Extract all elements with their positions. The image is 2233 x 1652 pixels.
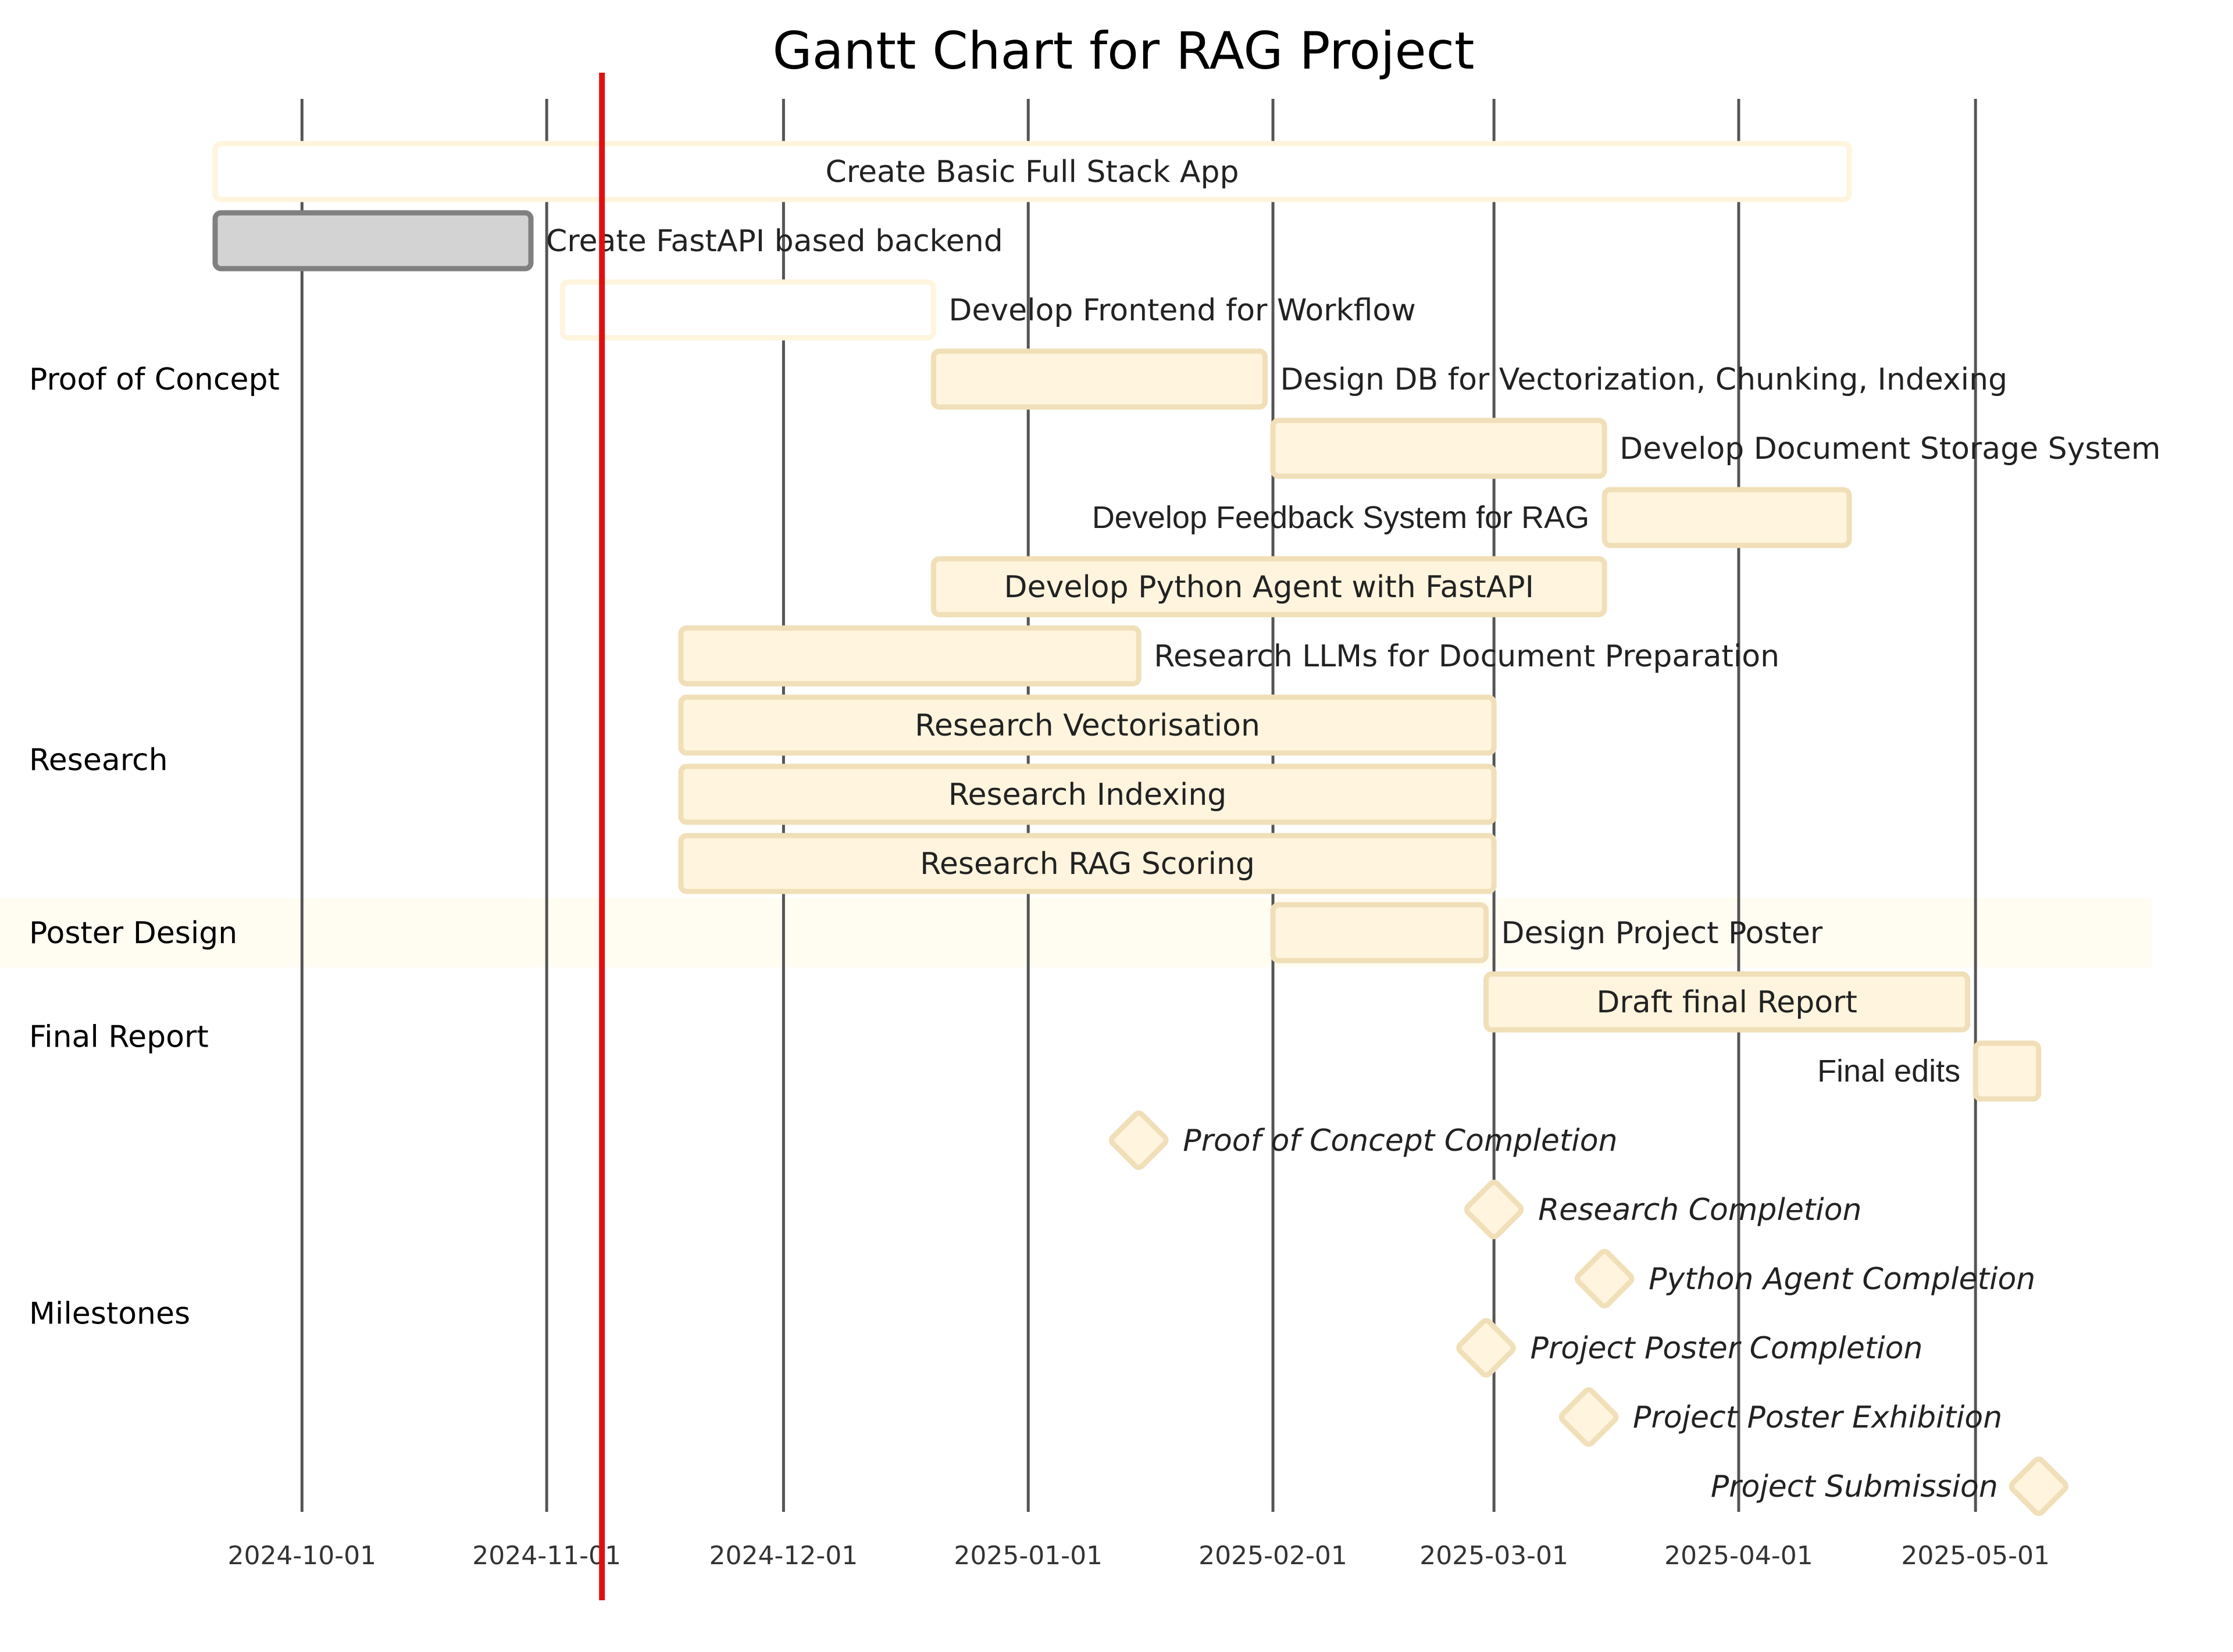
tick-label-2024-10-01: 2024-10-01 — [227, 1541, 376, 1571]
task-label-develop-python-agent-with-fastapi: Develop Python Agent with FastAPI — [1004, 570, 1534, 605]
tick-label-2025-03-01: 2025-03-01 — [1419, 1541, 1568, 1571]
tick-label-2024-11-01: 2024-11-01 — [472, 1541, 621, 1571]
task-label-create-basic-full-stack-app: Create Basic Full Stack App — [825, 155, 1239, 190]
section-label-poster-design: Poster Design — [29, 916, 237, 951]
task-label-design-project-poster: Design Project Poster — [1501, 916, 1823, 951]
milestone-label-python-agent-completion: Python Agent Completion — [1649, 1262, 2035, 1297]
milestone-label-proof-of-concept-completion: Proof of Concept Completion — [1183, 1123, 1617, 1158]
tick-label-2024-12-01: 2024-12-01 — [709, 1541, 858, 1571]
milestone-label-research-completion: Research Completion — [1538, 1193, 1861, 1228]
task-label-research-llms-for-document-preparation: Research LLMs for Document Preparation — [1154, 639, 1779, 674]
section-label-milestones: Milestones — [29, 1297, 190, 1332]
milestone-label-project-submission: Project Submission — [1711, 1469, 1998, 1504]
tick-label-2025-01-01: 2025-01-01 — [954, 1541, 1103, 1571]
task-label-develop-document-storage-system: Develop Document Storage System — [1620, 431, 2160, 466]
chart-title: Gantt Chart for RAG Project — [772, 21, 1474, 81]
task-bar-develop-python-agent-with-fastapi — [930, 556, 1607, 618]
task-label-research-rag-scoring: Research RAG Scoring — [920, 847, 1255, 882]
task-bar-create-fastapi-based-backend — [212, 210, 534, 272]
task-bar-draft-final-report — [1483, 971, 1971, 1033]
tick-label-2025-02-01: 2025-02-01 — [1198, 1541, 1347, 1571]
tick-label-2025-04-01: 2025-04-01 — [1664, 1541, 1813, 1571]
task-bar-develop-frontend-for-workflow — [559, 279, 936, 341]
milestone-diamond-project-poster-completion — [1456, 1318, 1516, 1378]
section-label-proof-of-concept: Proof of Concept — [29, 362, 280, 397]
milestone-diamond-python-agent-completion — [1574, 1248, 1635, 1309]
milestone-diamond-project-poster-exhibition — [1558, 1387, 1619, 1447]
task-bar-develop-document-storage-system — [1270, 418, 1607, 479]
task-bar-design-db-for-vectorization-chunking-indexing — [930, 348, 1268, 410]
task-bar-final-edits — [1972, 1040, 2042, 1102]
task-label-draft-final-report: Draft final Report — [1596, 985, 1857, 1020]
milestone-diamond-research-completion — [1464, 1179, 1524, 1240]
section-bands — [0, 898, 2152, 968]
task-bar-develop-feedback-system-for-rag — [1601, 487, 1852, 548]
milestone-diamond-proof-of-concept-completion — [1109, 1110, 1169, 1171]
tick-label-2025-05-01: 2025-05-01 — [1901, 1541, 2050, 1571]
task-label-research-vectorisation: Research Vectorisation — [915, 708, 1260, 743]
task-bar-design-project-poster — [1270, 902, 1489, 964]
section-band-poster-design — [0, 898, 2152, 968]
task-label-design-db-for-vectorization-chunking-indexing: Design DB for Vectorization, Chunking, I… — [1280, 362, 2007, 397]
task-label-develop-feedback-system-for-rag: Develop Feedback System for RAG — [1092, 500, 1589, 535]
task-bar-create-basic-full-stack-app — [212, 141, 1852, 202]
milestone-label-project-poster-completion: Project Poster Completion — [1531, 1331, 1923, 1366]
x-axis-ticks: 2024-10-01 2024-11-01 2024-12-01 2025-01-01… — [227, 1541, 2050, 1571]
task-bar-research-rag-scoring — [678, 833, 1497, 894]
milestone-diamond-project-submission — [2009, 1456, 2068, 1517]
task-label-develop-frontend-for-workflow: Develop Frontend for Workflow — [948, 293, 1415, 328]
section-label-final-report: Final Report — [29, 1020, 209, 1055]
task-label-research-indexing: Research Indexing — [948, 777, 1227, 812]
task-bar-research-indexing — [678, 763, 1497, 825]
task-bar-research-llms-for-document-preparation — [678, 625, 1142, 687]
task-bar-research-vectorisation — [678, 694, 1497, 756]
task-label-create-fastapi-based-backend: Create FastAPI based backend — [546, 224, 1003, 259]
task-label-final-edits: Final edits — [1817, 1054, 1960, 1089]
section-label-research: Research — [29, 743, 168, 778]
milestone-label-project-poster-exhibition: Project Poster Exhibition — [1633, 1400, 2002, 1435]
